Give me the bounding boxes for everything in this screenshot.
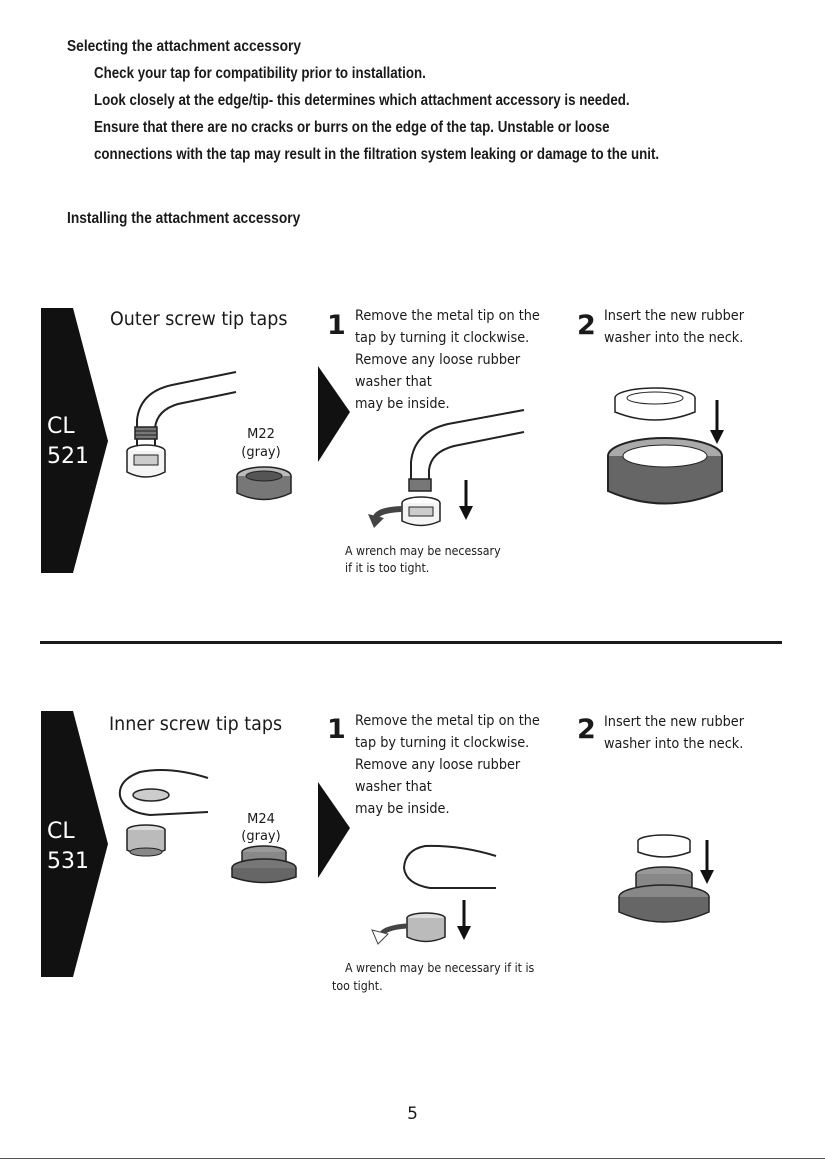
step1-line-1: Remove the metal tip on the	[355, 308, 540, 324]
section-title: Inner screw tip taps	[109, 713, 283, 735]
adapter-size-label: M22	[247, 427, 275, 442]
step2-number: 2	[577, 310, 596, 341]
adapter-color-label: (gray)	[241, 829, 281, 844]
step1-number: 1	[327, 714, 346, 745]
adapter-size-label: M24	[247, 812, 275, 827]
page-bottom-rule	[0, 1158, 825, 1159]
step1-line-1: Remove the metal tip on the	[355, 713, 540, 729]
model-label-line1: CL	[47, 819, 75, 844]
step1-line-5: may be inside.	[355, 396, 450, 412]
model-label-line2: 531	[47, 849, 89, 874]
page-number: 5	[407, 1104, 418, 1124]
step1-line-2: tap by turning it clockwise.	[355, 330, 530, 346]
step1-number: 1	[327, 310, 346, 341]
model-label-line2: 521	[47, 444, 89, 469]
selecting-line-4: connections with the tap may result in t…	[94, 146, 660, 163]
selecting-heading: Selecting the attachment accessory	[67, 38, 302, 55]
section-title: Outer screw tip taps	[110, 308, 288, 330]
step2-number: 2	[577, 714, 596, 745]
step1-line-2: tap by turning it clockwise.	[355, 735, 530, 751]
selecting-line-2: Look closely at the edge/tip- this deter…	[94, 92, 630, 109]
step2-line-2: washer into the neck.	[604, 736, 744, 752]
adapter-color-label: (gray)	[241, 445, 281, 460]
selecting-line-1: Check your tap for compatibility prior t…	[94, 65, 426, 82]
step1-line-4: washer that	[355, 779, 432, 795]
model-label-line1: CL	[47, 414, 75, 439]
step2-line-1: Insert the new rubber	[604, 308, 745, 324]
step1-line-4: washer that	[355, 374, 432, 390]
step1-note-line-2: too tight.	[332, 979, 383, 993]
step1-note-line-1: A wrench may be necessary if it is	[345, 961, 535, 975]
step1-line-3: Remove any loose rubber	[355, 757, 521, 773]
section-divider	[40, 641, 782, 644]
step2-line-1: Insert the new rubber	[604, 714, 745, 730]
selecting-line-3: Ensure that there are no cracks or burrs…	[94, 119, 610, 136]
step1-note-line-2: if it is too tight.	[345, 561, 430, 575]
step2-line-2: washer into the neck.	[604, 330, 744, 346]
step1-line-5: may be inside.	[355, 801, 450, 817]
step1-line-3: Remove any loose rubber	[355, 352, 521, 368]
installing-heading: Installing the attachment accessory	[67, 210, 301, 227]
step1-note-line-1: A wrench may be necessary	[345, 544, 501, 558]
